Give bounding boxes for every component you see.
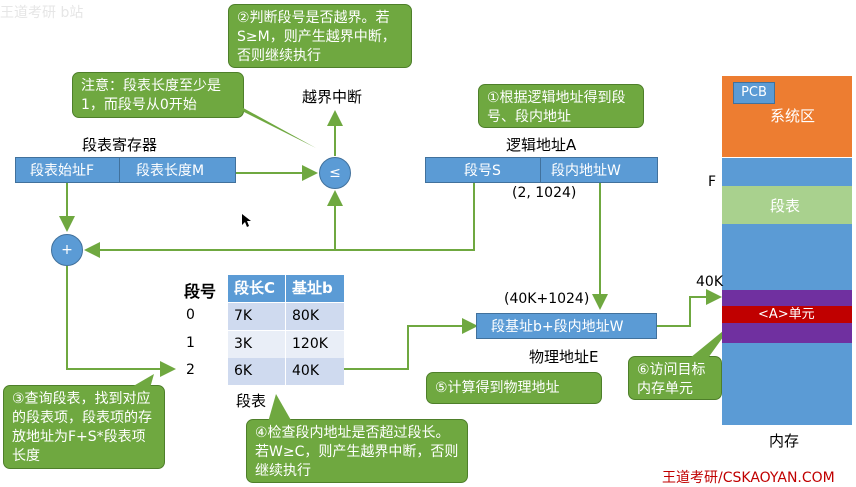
pcb-block: PCB <box>733 82 775 104</box>
watermark: 王道考研 b站 <box>0 5 84 21</box>
memory-block-a <box>722 157 852 186</box>
seg-table-row-base: 120K <box>286 331 344 358</box>
seg-table-row-len: 6K <box>228 358 285 385</box>
seg-table-row-base: 80K <box>286 303 344 330</box>
logical-offset: 段内地址W <box>540 157 658 183</box>
callout-step6: ⑥访问目标内存单元 <box>628 356 722 400</box>
callout-step1: ①根据逻辑地址得到段号、段内地址 <box>478 84 644 128</box>
seg-table-row-len: 7K <box>228 303 285 330</box>
seg-table-label: 段表 <box>236 392 267 410</box>
logical-value: (2, 1024) <box>512 185 577 201</box>
seg-table-row-len: 3K <box>228 331 285 358</box>
memory-label: 内存 <box>769 432 800 450</box>
compare-operator: ≤ <box>319 157 351 189</box>
callout-step2: ②判断段号是否越界。若S≥M，则产生越界中断，否则继续执行 <box>228 4 412 68</box>
seg-table-col-len: 段长C <box>228 275 285 302</box>
memory-block-b <box>722 224 852 290</box>
memory-f-label: F <box>708 174 717 190</box>
callout-note: 注意：段表长度至少是1，而段号从0开始 <box>72 72 244 118</box>
mouse-cursor-icon <box>242 214 251 227</box>
callout-step4: ④检查段内地址是否超过段长。若W≥C，则产生越界中断，否则继续执行 <box>246 419 468 483</box>
seg-register-label: 段表寄存器 <box>82 136 158 154</box>
seg-table-row-no: 2 <box>186 362 195 378</box>
seg-register-start: 段表始址F <box>15 157 120 183</box>
physical-value: (40K+1024) <box>504 291 590 307</box>
memory-target-unit <box>722 306 852 323</box>
memory-segment-purple-bottom <box>722 323 852 343</box>
boundary-interrupt-label: 越界中断 <box>302 88 363 106</box>
seg-table-row-base: 40K <box>286 358 344 385</box>
seg-table-row-no: 0 <box>186 307 195 323</box>
memory-block-c <box>722 343 852 425</box>
physical-address-label: 物理地址E <box>529 348 599 366</box>
memory-seg-table-block <box>722 186 852 224</box>
target-unit-label: <A>单元 <box>758 307 815 322</box>
physical-address-box: 段基址b+段内地址W <box>476 313 657 339</box>
system-area-label: 系统区 <box>770 107 816 125</box>
memory-seg-table-label: 段表 <box>770 197 801 215</box>
seg-table-col-base: 基址b <box>286 275 344 302</box>
memory-40k-label: 40K <box>696 274 723 290</box>
seg-table-row-no: 1 <box>186 335 195 351</box>
callout-step3: ③查询段表，找到对应的段表项，段表项的存放地址为F+S*段表项长度 <box>3 385 165 469</box>
logical-address-label: 逻辑地址A <box>506 136 577 154</box>
logical-segno: 段号S <box>425 157 541 183</box>
brand-watermark: 王道考研/CSKAOYAN.COM <box>662 470 835 486</box>
memory-segment-purple-top <box>722 290 852 306</box>
seg-table-col-no: 段号 <box>184 282 217 301</box>
callout-step5: ⑤计算得到物理地址 <box>426 372 602 404</box>
seg-register-length: 段表长度M <box>119 157 236 183</box>
adder-operator: + <box>51 234 83 266</box>
